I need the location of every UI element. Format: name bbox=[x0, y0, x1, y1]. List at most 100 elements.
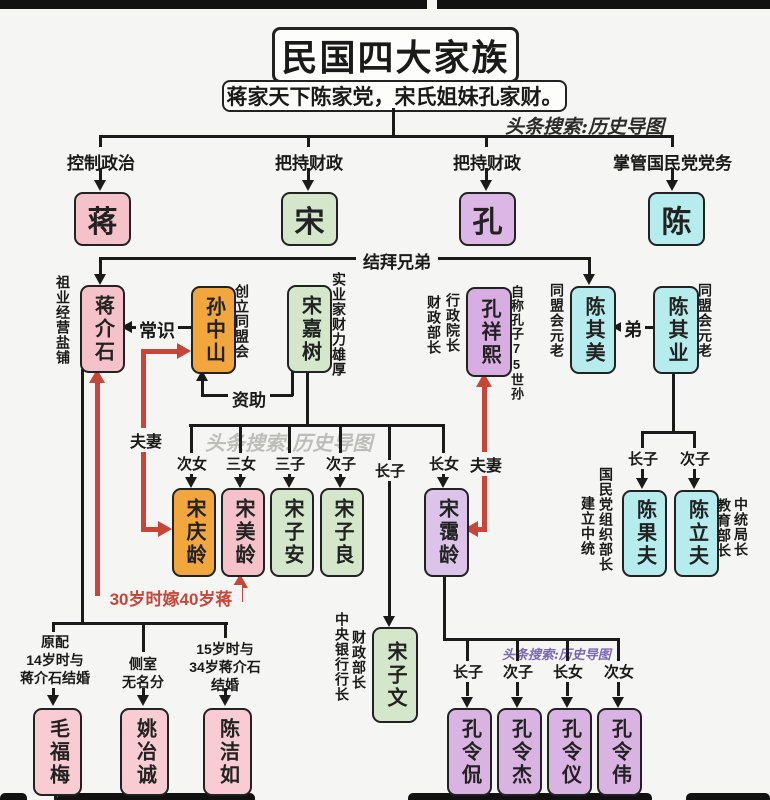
connector-line bbox=[392, 108, 395, 136]
note-song-ziwen-inner: 财政部长 bbox=[351, 630, 367, 690]
child-label-song-meiling: 三女 bbox=[223, 453, 259, 474]
connector-line bbox=[224, 688, 227, 696]
branch-label-song: 把持财政 bbox=[275, 154, 343, 173]
family-box-chen: 陈 bbox=[648, 192, 705, 246]
note-chen-qimei: 同盟会元老 bbox=[549, 283, 565, 358]
top-crop-bar bbox=[0, 0, 770, 9]
note-jiang-jieshi: 祖业经营盐铺 bbox=[55, 275, 71, 365]
arrow-down-icon bbox=[437, 477, 449, 488]
connector-line bbox=[239, 426, 242, 477]
connector-line bbox=[307, 135, 310, 147]
wife-note-mao-fumei: 原配 14岁时与 蒋介石结婚 bbox=[20, 634, 90, 687]
arrow-down-icon bbox=[561, 697, 573, 708]
funding-line bbox=[201, 378, 204, 396]
person-box-chen-lifu: 陈立夫 bbox=[674, 490, 719, 577]
connector-line bbox=[190, 426, 193, 477]
child-label-chen-lifu: 次子 bbox=[677, 448, 713, 469]
branch-label-kong: 把持财政 bbox=[453, 154, 521, 173]
person-box-song-jiashu: 宋嘉树 bbox=[287, 285, 332, 373]
child-label-song-qingling: 次女 bbox=[174, 453, 210, 474]
arrow-down-icon bbox=[636, 478, 648, 489]
arrow-down-icon bbox=[583, 274, 595, 285]
connector-line bbox=[641, 431, 696, 434]
family-box-jiang: 蒋 bbox=[74, 192, 131, 246]
arrow-down-icon bbox=[94, 274, 106, 285]
connector-line bbox=[52, 622, 55, 632]
arrow-down-icon bbox=[283, 477, 295, 488]
bottom-crop-bar bbox=[408, 793, 652, 800]
connector-line bbox=[52, 622, 228, 625]
person-box-kong-lingkan: 孔令侃 bbox=[447, 708, 492, 796]
bottom-crop-bar bbox=[0, 793, 27, 800]
child-label-kong-lingwei: 次女 bbox=[601, 661, 637, 682]
arrow-down-icon bbox=[666, 180, 678, 191]
connector-line bbox=[388, 426, 391, 616]
spouse-label-right: 夫妻 bbox=[467, 452, 505, 476]
arrow-left-icon bbox=[121, 321, 132, 333]
connector-line bbox=[443, 638, 620, 641]
arrow-down-icon bbox=[94, 180, 106, 191]
person-box-chen-qiye: 陈其业 bbox=[653, 286, 699, 374]
person-box-chen-guofu: 陈果夫 bbox=[622, 490, 667, 577]
person-box-song-meiling: 宋美龄 bbox=[221, 488, 265, 577]
note-chen-qiye: 同盟会元老 bbox=[697, 283, 713, 358]
arrow-down-icon bbox=[137, 695, 149, 706]
note-song-jiashu: 实业家财力雄厚 bbox=[331, 272, 347, 377]
marriage-note: 30岁时嫁40岁蒋 bbox=[100, 585, 242, 610]
person-box-kong-xiangxi: 孔祥熙 bbox=[466, 287, 512, 377]
bottom-crop-bar bbox=[686, 793, 770, 800]
red-arrow-up-icon bbox=[232, 574, 248, 588]
child-label-kong-lingkan: 长子 bbox=[450, 661, 486, 682]
connector-line bbox=[100, 135, 673, 138]
marriage-line-jiang-meiling bbox=[95, 382, 100, 596]
arrow-up-icon bbox=[196, 370, 208, 381]
arrow-down-icon bbox=[185, 477, 197, 488]
family-box-song: 宋 bbox=[281, 192, 338, 246]
arrow-down-icon bbox=[219, 695, 231, 706]
person-box-kong-lingwei: 孔令伟 bbox=[597, 708, 642, 796]
arrow-down-icon bbox=[612, 697, 624, 708]
child-label-kong-lingjie: 次子 bbox=[500, 661, 536, 682]
family-box-kong: 孔 bbox=[459, 192, 516, 246]
connector-line bbox=[142, 622, 145, 652]
arrow-down-icon bbox=[461, 697, 473, 708]
note-song-ziwen-outer: 中央银行行长 bbox=[334, 612, 350, 702]
arrow-down-icon bbox=[47, 695, 59, 706]
watermark-top: 头条搜索:历史导图 bbox=[505, 116, 665, 138]
connector-line bbox=[671, 168, 674, 181]
person-box-kong-lingjie: 孔令杰 bbox=[497, 708, 542, 796]
marriage-line-sun-qingling bbox=[141, 349, 177, 354]
connector-line bbox=[142, 688, 145, 696]
sworn-brothers-line bbox=[100, 257, 590, 260]
person-box-yao-yecheng: 姚冶诚 bbox=[120, 708, 169, 796]
person-box-mao-fumei: 毛福梅 bbox=[33, 708, 82, 796]
spouse-label-left: 夫妻 bbox=[127, 428, 165, 452]
connector-line bbox=[52, 688, 55, 696]
bottom-crop-bar bbox=[57, 793, 255, 800]
watermark-bottom: 头条搜索:历史导图 bbox=[502, 648, 611, 663]
connector-line bbox=[671, 135, 674, 147]
wife-note-chen-jieru: 15岁时与 34岁蒋介石 结婚 bbox=[189, 641, 261, 694]
note-chen-guofu-inner: 国民党组织部长 bbox=[598, 467, 614, 572]
note-chen-lifu-outer: 中统局长 bbox=[733, 497, 749, 557]
person-box-chen-jieru: 陈洁如 bbox=[203, 708, 252, 796]
person-box-song-qingling: 宋庆龄 bbox=[172, 488, 216, 577]
note-kong-xiangxi-inner: 行政院长 bbox=[445, 293, 461, 353]
note-chen-guofu-outer: 建立中统 bbox=[580, 496, 596, 556]
arrow-left-icon bbox=[612, 321, 623, 333]
brother-label: 弟 bbox=[621, 316, 645, 342]
marriage-line-sun-qingling bbox=[141, 527, 158, 532]
connector-line bbox=[224, 622, 227, 638]
connector-line bbox=[81, 369, 84, 624]
connector-line bbox=[54, 792, 57, 800]
connector-line bbox=[99, 257, 102, 275]
red-arrow-right-icon bbox=[158, 521, 172, 537]
connector-line bbox=[588, 257, 591, 275]
child-label-chen-guofu: 长子 bbox=[625, 448, 661, 469]
child-label-song-ailing: 长女 bbox=[426, 453, 462, 474]
child-label-song-zian: 三子 bbox=[272, 453, 308, 474]
wife-note-yao-yecheng: 侧室 无名分 bbox=[122, 656, 164, 691]
top-crop-bar-gap bbox=[427, 0, 437, 9]
connector-line bbox=[288, 426, 291, 477]
